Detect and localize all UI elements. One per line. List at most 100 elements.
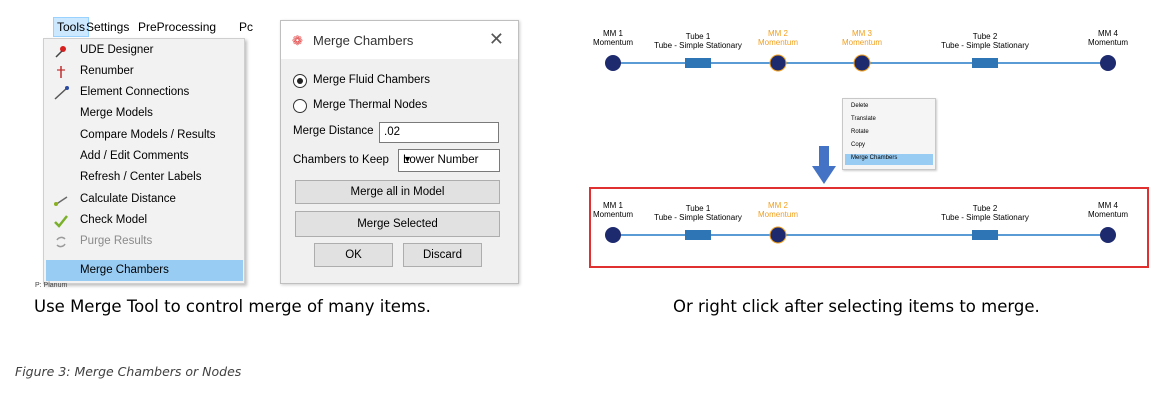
node-mm2-sub: Momentum <box>758 210 798 219</box>
tube-1-name: Tube 1 <box>686 32 711 41</box>
menu-bar: Tools Settings PreProcessing Pc <box>43 16 259 38</box>
menu-item-label: Renumber <box>80 65 134 77</box>
menu-item-calculate-distance[interactable]: Calculate Distance <box>44 189 244 210</box>
dialog-titlebar: ❁ Merge Chambers ✕ <box>281 21 518 59</box>
tube-2-name: Tube 2 <box>973 32 998 41</box>
tube-2-symbol <box>972 230 998 240</box>
menu-item-add-edit-comments[interactable]: Add / Edit Comments <box>44 146 244 167</box>
menu-item-label: Compare Models / Results <box>80 129 216 141</box>
node-mm4[interactable] <box>1100 55 1116 71</box>
node-mm4[interactable] <box>1100 227 1116 243</box>
context-item-rotate[interactable]: Rotate <box>851 129 869 135</box>
background-text: P: Planum <box>35 282 68 289</box>
menu-item-purge-results[interactable]: Purge Results <box>44 231 244 252</box>
context-item-highlight <box>845 154 933 165</box>
tube-1-sub: Tube - Simple Stationary <box>654 41 742 50</box>
menu-item-label: Add / Edit Comments <box>80 150 189 162</box>
tube-1-sub: Tube - Simple Stationary <box>654 213 742 222</box>
caption-left: Use Merge Tool to control merge of many … <box>34 297 431 316</box>
merge-distance-label: Merge Distance <box>293 125 374 137</box>
context-item-copy[interactable]: Copy <box>851 142 866 148</box>
tube-2-sub: Tube - Simple Stationary <box>941 41 1029 50</box>
menu-item-label: Merge Chambers <box>80 264 169 276</box>
node-mm2[interactable] <box>769 226 787 244</box>
merge-selected-button[interactable]: Merge Selected <box>295 211 500 237</box>
node-mm3-sub: Momentum <box>842 38 882 47</box>
menu-item-label: UDE Designer <box>80 44 154 56</box>
tube-2-symbol <box>972 58 998 68</box>
menu-item-label: Purge Results <box>80 235 153 247</box>
node-mm3-id: MM 3 <box>852 29 873 38</box>
close-icon[interactable]: ✕ <box>488 29 504 49</box>
node-mm1-sub: Momentum <box>593 38 633 47</box>
radio-merge-thermal-label: Merge Thermal Nodes <box>313 99 428 111</box>
menu-preprocessing[interactable]: PreProcessing <box>138 20 217 34</box>
node-mm2-id: MM 2 <box>768 29 789 38</box>
tube-2-sub: Tube - Simple Stationary <box>941 213 1029 222</box>
node-mm2[interactable] <box>769 54 787 72</box>
context-item-translate[interactable]: Translate <box>851 116 876 122</box>
menu-settings[interactable]: Settings <box>86 20 130 34</box>
merge-all-button[interactable]: Merge all in Model <box>295 180 500 204</box>
result-frame <box>589 187 1149 268</box>
tube-1-symbol <box>685 58 711 68</box>
chambers-to-keep-value: Lower Number <box>403 154 479 166</box>
menu-tools[interactable]: Tools <box>53 17 90 37</box>
context-item-delete[interactable]: Delete <box>851 103 869 109</box>
menu-item-ude-designer[interactable]: UDE Designer <box>44 40 244 61</box>
menu-item-label: Calculate Distance <box>80 193 176 205</box>
node-mm1[interactable] <box>605 55 621 71</box>
tube-1-name: Tube 1 <box>686 204 711 213</box>
radio-merge-fluid-label: Merge Fluid Chambers <box>313 74 430 86</box>
ude-designer-icon <box>55 46 66 58</box>
node-mm1[interactable] <box>605 227 621 243</box>
menu-item-element-connections[interactable]: Element Connections <box>44 82 244 103</box>
merge-distance-value: .02 <box>384 126 400 138</box>
context-menu: Delete Translate Rotate Copy Merge Chamb… <box>842 98 936 170</box>
menu-item-label: Merge Models <box>80 107 153 119</box>
radio-merge-thermal[interactable] <box>293 99 307 113</box>
discard-button[interactable]: Discard <box>403 243 482 267</box>
menu-item-compare-models[interactable]: Compare Models / Results <box>44 125 244 146</box>
node-mm1-sub: Momentum <box>593 210 633 219</box>
purge-icon <box>56 236 66 248</box>
node-mm2-sub: Momentum <box>758 38 798 47</box>
chambers-to-keep-label: Chambers to Keep <box>293 154 389 166</box>
node-mm2-id: MM 2 <box>768 201 789 210</box>
figure-caption: Figure 3: Merge Chambers or Nodes <box>15 364 242 379</box>
diagram-bottom: MM 1 Momentum MM 2 Momentum MM 4 Momentu… <box>593 201 1128 244</box>
node-mm3[interactable] <box>853 54 871 72</box>
tube-1-symbol <box>685 230 711 240</box>
menu-item-refresh-labels[interactable]: Refresh / Center Labels <box>44 167 244 188</box>
check-icon <box>54 215 68 228</box>
merge-chambers-dialog: ❁ Merge Chambers ✕ Merge Fluid Chambers … <box>280 20 519 284</box>
ok-button[interactable]: OK <box>314 243 393 267</box>
chevron-down-icon: ▼ <box>403 154 412 164</box>
element-connections-icon <box>54 86 69 100</box>
down-arrow-icon <box>812 146 836 184</box>
diagram-top: MM 1 Momentum MM 2 Momentum MM 3 Momentu… <box>593 29 1128 72</box>
node-mm4-sub: Momentum <box>1088 38 1128 47</box>
node-mm4-id: MM 4 <box>1098 201 1119 210</box>
caption-right: Or right click after selecting items to … <box>673 297 1040 316</box>
menu-item-merge-chambers[interactable]: Merge Chambers <box>46 260 243 281</box>
radio-merge-fluid[interactable] <box>293 74 307 88</box>
chambers-to-keep-select[interactable]: Lower Number ▼ <box>398 149 500 172</box>
tools-dropdown: UDE Designer Renumber Element Connection… <box>43 38 245 284</box>
menu-item-renumber[interactable]: Renumber <box>44 61 244 82</box>
node-mm1-id: MM 1 <box>603 29 624 38</box>
node-mm1-id: MM 1 <box>603 201 624 210</box>
dialog-title: Merge Chambers <box>313 33 414 48</box>
node-mm4-id: MM 4 <box>1098 29 1119 38</box>
context-item-merge-chambers[interactable]: Merge Chambers <box>851 155 898 161</box>
menu-item-check-model[interactable]: Check Model <box>44 210 244 231</box>
menu-item-label: Check Model <box>80 214 148 226</box>
renumber-icon <box>57 66 65 78</box>
menu-truncated[interactable]: Pc <box>239 20 254 34</box>
menu-item-label: Refresh / Center Labels <box>80 171 202 183</box>
calculate-distance-icon <box>54 196 68 206</box>
tube-2-name: Tube 2 <box>973 204 998 213</box>
menu-item-merge-models[interactable]: Merge Models <box>44 103 244 124</box>
merge-distance-input[interactable]: .02 <box>379 122 499 143</box>
node-mm4-sub: Momentum <box>1088 210 1128 219</box>
